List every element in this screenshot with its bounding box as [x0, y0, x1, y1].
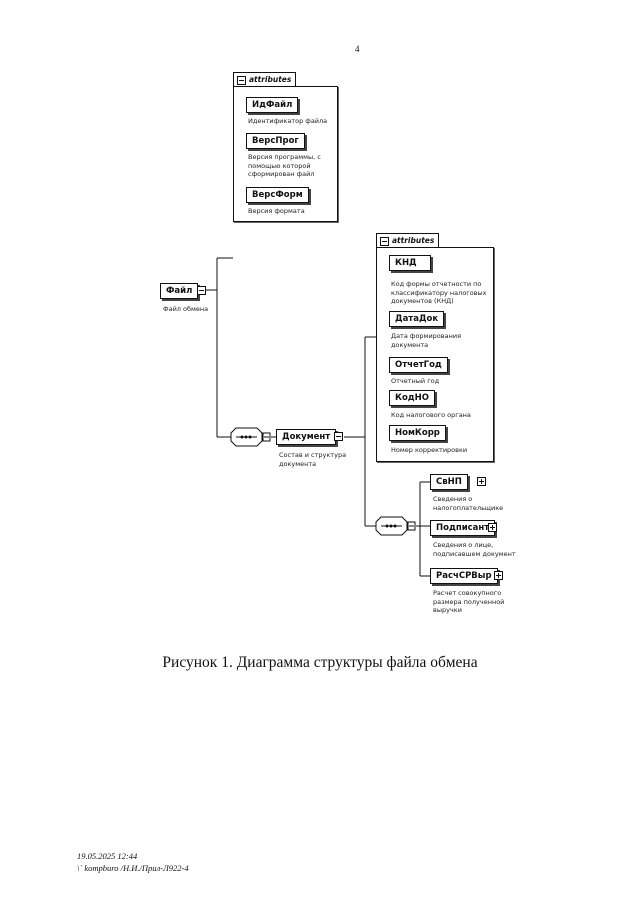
attribute-kodno: КодНО: [389, 390, 435, 406]
attribute-otchetgod: ОтчетГод: [389, 357, 448, 373]
sequence-compositor-icon: [230, 427, 271, 447]
sequence-compositor-icon: [375, 516, 416, 536]
attribute-knd: КНД: [389, 255, 431, 271]
attribute-idfile: ИдФайл: [246, 97, 299, 113]
attributes-label: attributes: [392, 236, 435, 245]
element-document: Документ: [276, 429, 337, 445]
attribute-versform: ВерсФорм: [246, 187, 309, 203]
attribute-description: Код формы отчетности по классификатору н…: [391, 280, 487, 305]
attributes-label: attributes: [249, 75, 292, 84]
element-description: Сведения о лице, подписавшем документ: [433, 541, 516, 558]
attribute-nomkorr: НомКорр: [389, 425, 446, 441]
element-description: Сведения о налогоплательщике: [433, 495, 504, 512]
element-podpisant: Подписант: [430, 520, 496, 536]
attributes-tab: attributes: [233, 72, 297, 86]
collapse-icon: [380, 236, 389, 246]
attribute-datadok: ДатаДок: [389, 311, 445, 327]
collapse-icon: [197, 286, 206, 295]
collapse-icon: [237, 75, 246, 85]
root-description: Файл обмена: [163, 305, 209, 313]
attribute-description: Номер корректировки: [391, 446, 468, 454]
figure-caption: Рисунок 1. Диаграмма структуры файла обм…: [162, 654, 478, 671]
document-description: Состав и структура документа: [279, 451, 347, 468]
attribute-description: Версия программы, с помощью которой сфор…: [248, 153, 321, 178]
attributes-tab: attributes: [376, 233, 440, 247]
attribute-description: Идентификатор файла: [248, 117, 328, 125]
element-raschsrvyr: РасчСРВыр: [430, 568, 498, 584]
attribute-versprog: ВерсПрог: [246, 133, 305, 149]
collapse-icon: [334, 432, 343, 441]
attribute-description: Версия формата: [248, 207, 305, 215]
attribute-description: Дата формирования документа: [391, 332, 461, 349]
expand-icon: [494, 571, 503, 580]
expand-icon: [488, 523, 497, 532]
element-svnp: СвНП: [430, 474, 468, 490]
attribute-description: Код налогового органа: [391, 411, 471, 419]
footer-timestamp: 19.05.2025 12:44: [77, 851, 138, 861]
element-description: Расчет совокупного размера полученной вы…: [433, 589, 505, 614]
expand-icon: [477, 477, 486, 486]
root-element-file: Файл: [160, 283, 199, 299]
attribute-description: Отчетный год: [391, 377, 440, 385]
page-number: 4: [355, 44, 360, 54]
footer-path: \` kompburo /Н.И./Прил-Л922-4: [77, 863, 189, 873]
